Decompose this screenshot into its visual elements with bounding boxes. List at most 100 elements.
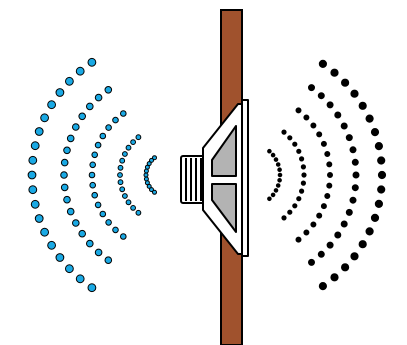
sound-wave-dot [378, 186, 385, 193]
sound-wave-dot [87, 240, 94, 247]
sound-wave-dot [276, 184, 280, 188]
sound-wave-dot [317, 132, 322, 137]
sound-wave-dot [321, 204, 326, 209]
sound-wave-dot [319, 60, 326, 67]
sound-wave-dot [327, 242, 333, 248]
sound-wave-dot [28, 171, 36, 179]
sound-wave-dot [274, 158, 278, 162]
sound-wave-dot [335, 112, 341, 118]
sound-wave-dot [35, 128, 43, 136]
sound-wave-dot [311, 222, 316, 227]
sound-wave-dot [341, 221, 347, 227]
sound-wave-dot [120, 187, 125, 192]
sound-wave-dot [371, 129, 378, 136]
sound-wave-dot [66, 265, 74, 273]
sound-wave-dot [144, 173, 148, 177]
sound-wave-dot [366, 228, 373, 235]
sound-wave-dot [76, 275, 84, 283]
sound-wave-dot [276, 163, 280, 167]
sound-wave-dot [61, 184, 68, 191]
sound-wave-dot [288, 210, 292, 214]
sound-wave-dot [64, 147, 71, 154]
sound-wave-dot [311, 123, 316, 128]
speaker-front-plate [242, 100, 248, 256]
sound-wave-dot [31, 200, 39, 208]
sound-wave-dot [123, 152, 128, 157]
sound-wave-dot [297, 197, 301, 201]
sound-wave-dot [301, 181, 305, 185]
sound-wave-dot [309, 85, 315, 91]
sound-wave-dot [304, 230, 309, 235]
sound-wave-dot [278, 168, 282, 172]
sound-wave-dot [327, 102, 333, 108]
sound-wave-dot [375, 143, 382, 150]
sound-wave-dot [288, 136, 292, 140]
sound-wave-dot [331, 274, 338, 281]
sound-wave-dot [136, 210, 141, 215]
sound-wave-dot [100, 133, 106, 139]
sound-wave-dot [296, 108, 301, 113]
sound-wave-dot [268, 197, 272, 201]
sound-wave-dot [366, 115, 373, 122]
sound-wave-dot [297, 149, 301, 153]
sound-wave-dot [371, 214, 378, 221]
sound-wave-dot [123, 194, 128, 199]
sound-wave-dot [56, 89, 64, 97]
sound-wave-dot [76, 67, 84, 75]
sound-wave-dot [31, 142, 39, 150]
sound-wave-dot [301, 165, 305, 169]
sound-wave-dot [351, 90, 358, 97]
sound-wave-dot [67, 208, 74, 215]
sound-wave-dot [359, 102, 366, 109]
sound-wave-dot [120, 158, 125, 163]
sound-wave-dot [73, 124, 80, 131]
sound-wave-dot [351, 253, 358, 260]
sound-wave-dot [268, 149, 272, 153]
sound-wave-dot [352, 159, 358, 165]
sound-wave-dot [300, 157, 304, 161]
sound-wave-dot [327, 183, 332, 188]
speaker [181, 100, 248, 256]
sound-wave-dot [29, 156, 37, 164]
sound-wave-dot [375, 200, 382, 207]
sound-wave-dot [89, 172, 95, 178]
sound-wave-dot [350, 147, 356, 153]
sound-wave-dot [300, 189, 304, 193]
sound-wave-dot [342, 79, 349, 86]
sound-wave-dot [126, 145, 131, 150]
sound-wave-dot [64, 196, 71, 203]
sound-wave-dot [92, 152, 98, 158]
sound-wave-dot [353, 172, 359, 178]
sound-wave-dot [325, 194, 330, 199]
sound-wave-dot [318, 93, 324, 99]
sound-wave-dot [317, 213, 322, 218]
sound-wave-dot [293, 142, 297, 146]
sound-wave-dot [106, 220, 112, 226]
sound-wave-dot [35, 215, 43, 223]
sound-wave-dot [48, 101, 56, 109]
speaker-frame [203, 104, 246, 254]
sound-wave-dot [118, 180, 123, 185]
sound-wave-dot [105, 257, 112, 264]
sound-wave-dot [48, 241, 56, 249]
sound-wave-dot [346, 135, 352, 141]
sound-wave-dot [41, 114, 49, 122]
sound-wave-dot [153, 190, 157, 194]
back-sound-waves [28, 58, 156, 291]
sound-wave-dot [341, 123, 347, 129]
sound-wave-dot [131, 140, 136, 145]
sound-wave-dot [274, 189, 278, 193]
sound-wave-dot [350, 197, 356, 203]
sound-wave-dot [304, 115, 309, 120]
sound-wave-dot [136, 135, 141, 140]
sound-wave-dot [90, 162, 96, 168]
sound-wave-dot [352, 185, 358, 191]
sound-wave-dot [342, 264, 349, 271]
sound-wave-dot [302, 173, 306, 177]
sound-wave-dot [61, 172, 68, 179]
sound-wave-dot [121, 234, 127, 240]
sound-wave-dot [95, 202, 101, 208]
sound-wave-dot [29, 186, 37, 194]
sound-wave-dot [319, 283, 326, 290]
sound-wave-dot [309, 259, 315, 265]
